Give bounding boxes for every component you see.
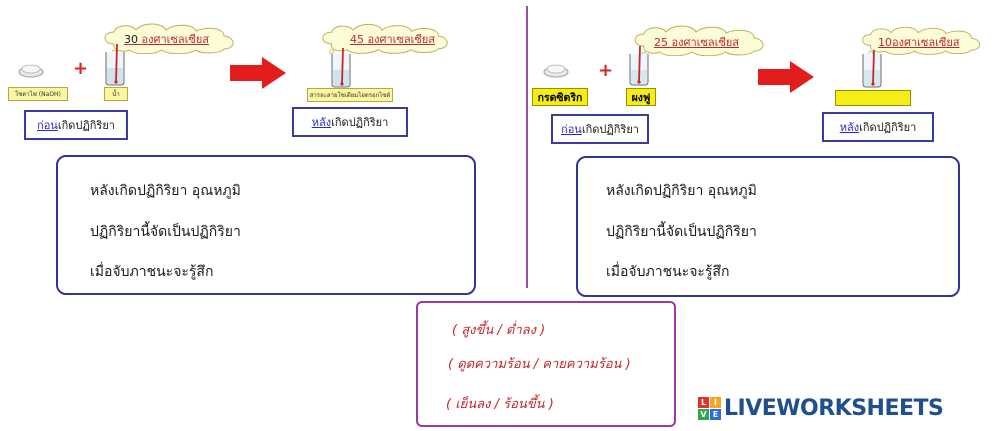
question-feeling-right: เมื่อจับภาชนะจะรู้สึก <box>606 264 730 280</box>
after-reaction-box-left: หลังเกิดปฏิกิริยา <box>292 107 408 137</box>
beaker-baking-powder-icon <box>629 46 649 86</box>
before-temp-text-left: 30 องศาเซลเซียส <box>124 33 209 46</box>
product-label-right-blank <box>835 90 911 106</box>
reactant1-label-right: กรดซิตริก <box>532 88 588 106</box>
after-temp-text-right: 10องศาเซลเซียส <box>878 36 960 49</box>
after-temp-text-left: 45 องศาเซลเซียส <box>350 33 435 46</box>
reactant2-label-right: ผงฟู <box>626 88 656 106</box>
center-divider <box>526 6 528 288</box>
right-arrow-icon-2 <box>758 61 814 93</box>
right-arrow-icon <box>230 57 286 89</box>
questions-box-right: หลังเกิดปฏิกิริยา อุณหภูมิ ปฏิกิริยานี้จ… <box>576 156 960 297</box>
product-label-left: สารละลายโซเดียมไฮดรอกไซด์ <box>307 88 393 102</box>
reactant1-label-left: โซดาไฟ (NaOH) <box>8 87 68 101</box>
question-reaction-type-right: ปฏิกิริยานี้จัดเป็นปฏิกิริยา <box>606 224 757 240</box>
before-temp-cloud-left <box>104 23 234 54</box>
option-temperature: ( สูงขึ้น / ต่ำลง ) <box>452 323 546 338</box>
liveworksheets-logo-icon: L I V E <box>698 397 721 420</box>
citric-acid-pile-icon <box>543 64 569 78</box>
option-feeling: ( เย็นลง / ร้อนขึ้น ) <box>446 397 554 412</box>
option-reaction-type: ( ดูดความร้อน / คายความร้อน ) <box>448 357 631 372</box>
reactant2-label-left: น้ำ <box>104 87 128 101</box>
beaker-solution-icon <box>331 48 351 88</box>
answer-options-box: ( สูงขึ้น / ต่ำลง ) ( ดูดความร้อน / คายค… <box>416 301 676 427</box>
liveworksheets-brand: L I V E LIVEWORKSHEETS <box>698 396 944 421</box>
plus-sign-left: + <box>73 58 89 79</box>
beaker-water-icon <box>105 43 125 86</box>
sodium-hydroxide-pile-icon <box>18 64 44 78</box>
after-temp-cloud-right <box>862 26 981 55</box>
beaker-result-icon <box>862 50 882 88</box>
question-temperature-right: หลังเกิดปฏิกิริยา อุณหภูมิ <box>606 183 757 199</box>
before-temp-text-right: 25 องศาเซลเซียส <box>654 36 739 49</box>
questions-box-left: หลังเกิดปฏิกิริยา อุณหภูมิ ปฏิกิริยานี้จ… <box>56 155 476 295</box>
plus-sign-right: + <box>598 60 614 81</box>
before-reaction-box-left: ก่อนเกิดปฏิกิริยา <box>24 110 128 140</box>
before-reaction-box-right: ก่อนเกิดปฏิกิริยา <box>551 114 649 144</box>
after-reaction-box-right: หลังเกิดปฏิกิริยา <box>822 112 934 142</box>
question-feeling-left: เมื่อจับภาชนะจะรู้สึก <box>90 264 214 280</box>
liveworksheets-wordmark: LIVEWORKSHEETS <box>724 396 944 421</box>
question-temperature-left: หลังเกิดปฏิกิริยา อุณหภูมิ <box>90 183 241 199</box>
question-reaction-type-left: ปฏิกิริยานี้จัดเป็นปฏิกิริยา <box>90 224 241 240</box>
after-temp-cloud-left <box>322 23 448 54</box>
